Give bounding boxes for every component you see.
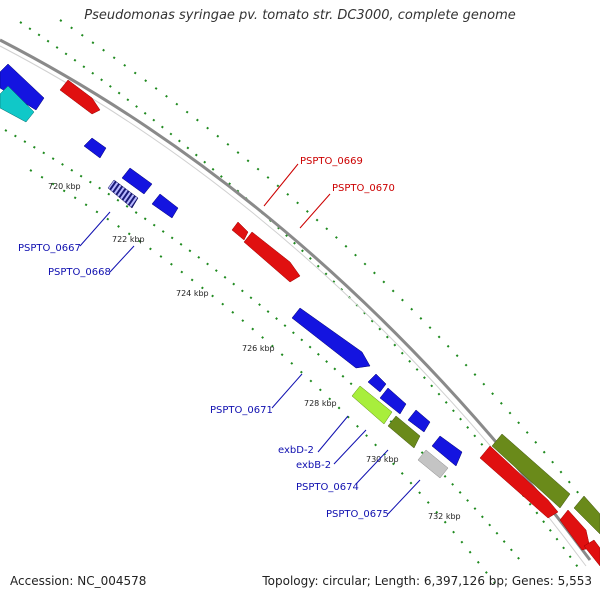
leader-lines	[79, 163, 421, 515]
label-PSPTO_0675[interactable]: PSPTO_0675	[326, 509, 389, 520]
label-PSPTO_0668[interactable]: PSPTO_0668	[48, 267, 111, 278]
gene-blue-b[interactable]	[83, 137, 107, 159]
label-exbD-2[interactable]: exbD-2	[278, 445, 314, 456]
gene-olive-b[interactable]	[573, 495, 600, 535]
reverse-genes	[0, 63, 463, 479]
gene-exbB-2[interactable]	[387, 415, 421, 449]
gene-cyan-a[interactable]	[0, 85, 35, 123]
gene-PSPTO_0671[interactable]	[291, 307, 371, 369]
gene-olive-a[interactable]	[491, 433, 571, 509]
kbp-label-730: 730 kbp	[366, 455, 399, 464]
gene-PSPTO_0674[interactable]	[431, 435, 463, 467]
leader-PSPTO_0668	[109, 245, 135, 273]
leader-PSPTO_0670	[299, 193, 331, 229]
gene-red-b[interactable]	[479, 445, 559, 519]
label-exbB-2[interactable]: exbB-2	[296, 460, 331, 471]
map-title: Pseudomonas syringae pv. tomato str. DC3…	[84, 8, 516, 23]
gene-red-d[interactable]	[583, 539, 600, 567]
leader-PSPTO_0667	[79, 211, 111, 247]
leader-PSPTO_0671	[271, 373, 303, 409]
kbp-label-720: 720 kbp	[48, 182, 81, 191]
gene-PSPTO_0669[interactable]	[231, 221, 249, 241]
kbp-label-722: 722 kbp	[112, 235, 145, 244]
gene-blue-f[interactable]	[379, 387, 407, 415]
gene-red-a[interactable]	[59, 79, 101, 115]
tick-rows	[4, 19, 600, 591]
label-PSPTO_0667[interactable]: PSPTO_0667	[18, 243, 81, 254]
gene-PSPTO_0667[interactable]	[107, 179, 139, 209]
leader-exbD-2	[317, 415, 349, 453]
gene-blue-a[interactable]	[0, 63, 45, 111]
genome-backbone-inner	[0, 45, 587, 567]
gene-PSPTO_0670[interactable]	[243, 231, 301, 283]
kbp-labels: 720 kbp 722 kbp 724 kbp 726 kbp 728 kbp …	[48, 182, 461, 521]
label-PSPTO_0674[interactable]: PSPTO_0674	[296, 482, 359, 493]
leader-PSPTO_0669	[263, 163, 299, 207]
label-PSPTO_0671[interactable]: PSPTO_0671	[210, 405, 273, 416]
leader-exbB-2	[333, 429, 367, 465]
gene-blue-g[interactable]	[407, 409, 431, 433]
gene-exbD-2[interactable]	[351, 385, 393, 425]
gene-red-c[interactable]	[559, 509, 591, 551]
label-PSPTO_0669[interactable]: PSPTO_0669	[300, 156, 363, 167]
kbp-label-724: 724 kbp	[176, 289, 209, 298]
kbp-label-726: 726 kbp	[242, 344, 275, 353]
genome-backbone	[0, 38, 592, 561]
tick-row-4	[29, 169, 501, 591]
leader-PSPTO_0674	[355, 449, 389, 485]
gene-labels: PSPTO_0669 PSPTO_0670 PSPTO_0667 PSPTO_0…	[18, 156, 395, 520]
label-PSPTO_0670[interactable]: PSPTO_0670	[332, 183, 395, 194]
gene-blue-e[interactable]	[367, 373, 387, 393]
forward-genes	[59, 79, 600, 567]
genome-summary-text: Topology: circular; Length: 6,397,126 bp…	[262, 574, 592, 588]
gene-PSPTO_0675[interactable]	[417, 449, 449, 479]
gene-blue-d[interactable]	[151, 193, 179, 219]
kbp-label-728: 728 kbp	[304, 399, 337, 408]
leader-PSPTO_0675	[387, 479, 421, 515]
accession-text: Accession: NC_004578	[10, 574, 147, 588]
gene-blue-c[interactable]	[121, 167, 153, 195]
kbp-label-732: 732 kbp	[428, 512, 461, 521]
